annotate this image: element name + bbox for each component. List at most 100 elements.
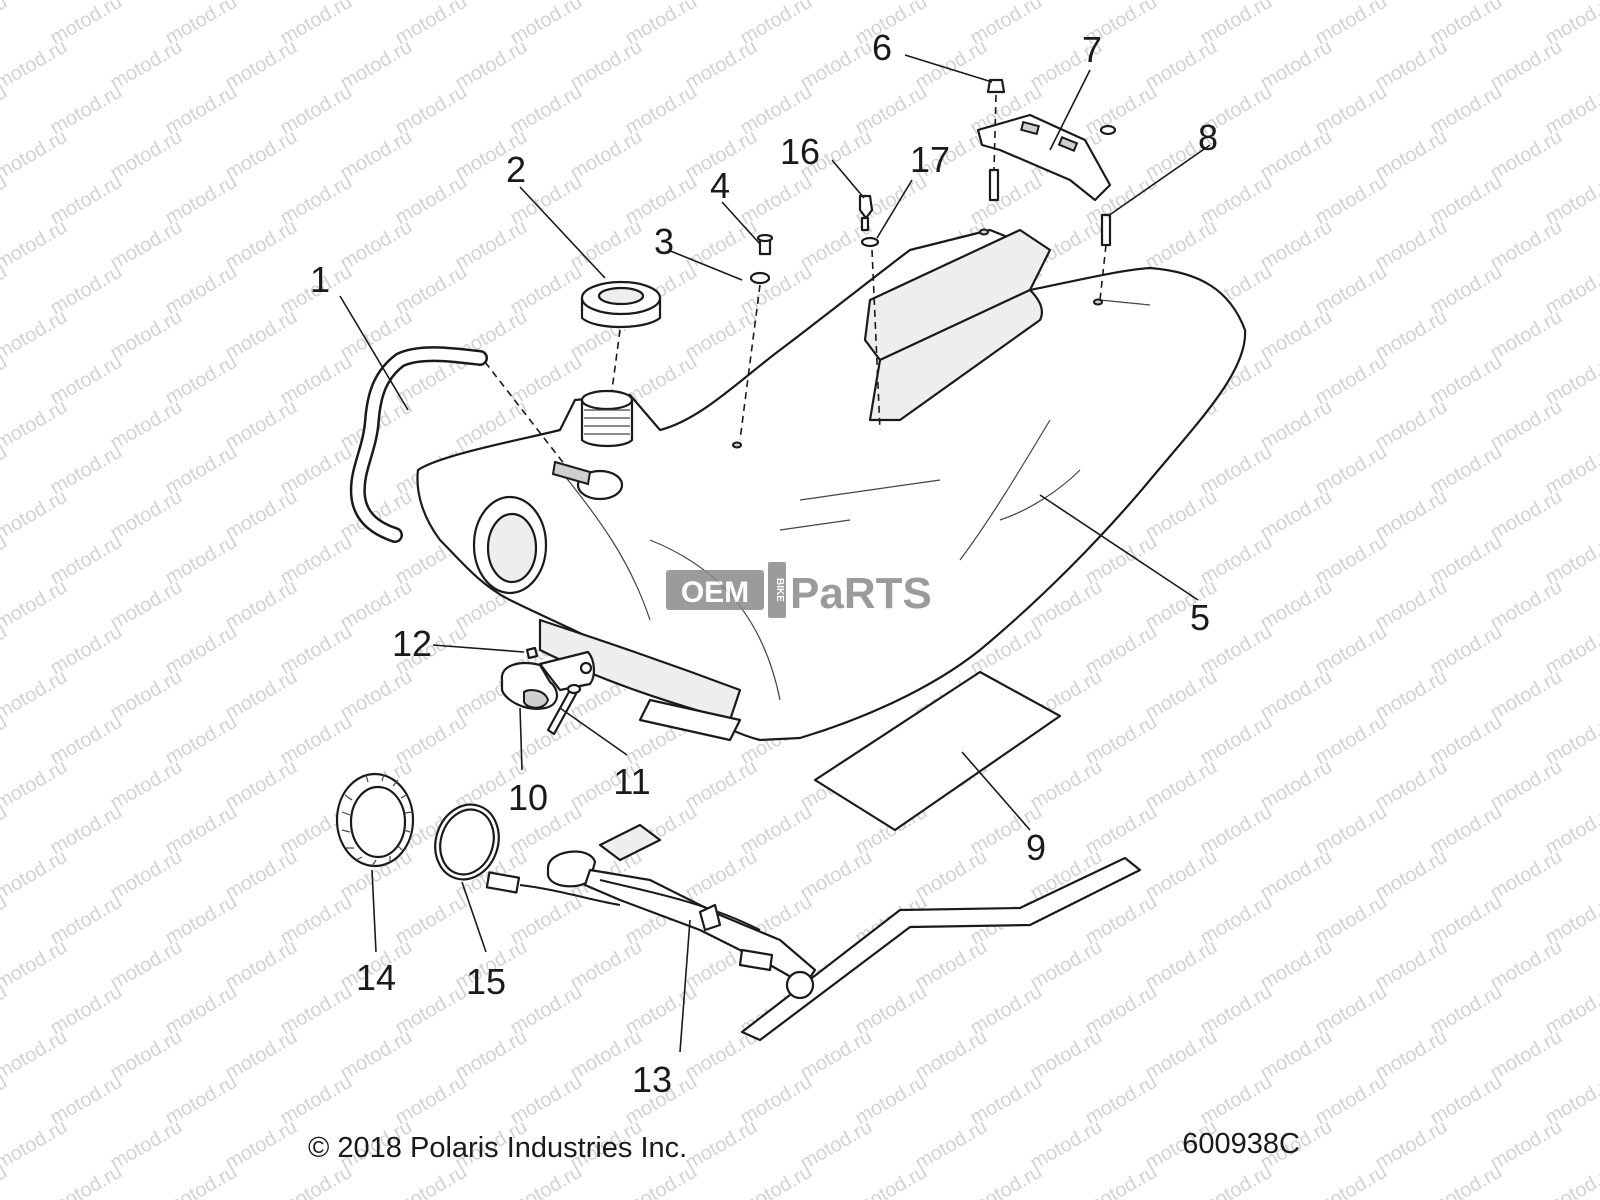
watermark-text: motod.ru (0, 0, 71, 4)
watermark-text: motod.ru (107, 756, 186, 815)
watermark-text: motod.ru (1427, 1161, 1506, 1200)
watermark-text: motod.ru (682, 1116, 761, 1175)
callout-12: 12 (392, 623, 432, 664)
watermark-text: motod.ru (222, 216, 301, 275)
watermark-text: motod.ru (1372, 36, 1451, 95)
watermark-text: motod.ru (1487, 36, 1566, 95)
watermark-text: motod.ru (912, 846, 991, 905)
watermark-text: motod.ru (1257, 486, 1336, 545)
watermark-text: motod.ru (1487, 576, 1566, 635)
watermark-text: motod.ru (1257, 36, 1336, 95)
watermark-text: motod.ru (1487, 396, 1566, 455)
watermark-text: motod.ru (1257, 126, 1336, 185)
vent-hose (349, 346, 592, 543)
watermark-text: motod.ru (0, 396, 71, 455)
watermark-text: motod.ru (1142, 936, 1221, 995)
watermark-text: motod.ru (222, 846, 301, 905)
watermark-text: motod.ru (107, 576, 186, 635)
watermark-text: motod.ru (452, 216, 531, 275)
watermark-text: motod.ru (337, 666, 416, 725)
callout-9: 9 (1026, 827, 1046, 868)
watermark-text: motod.ru (337, 126, 416, 185)
watermark-text: motod.ru (1487, 216, 1566, 275)
watermark-text: motod.ru (1142, 666, 1221, 725)
watermark-text: motod.ru (1372, 216, 1451, 275)
watermark-text: motod.ru (337, 36, 416, 95)
watermark-text: motod.ru (1027, 756, 1106, 815)
watermark-text: motod.ru (797, 846, 876, 905)
watermark-text: motod.ru (1257, 396, 1336, 455)
watermark-text: motod.ru (0, 1161, 11, 1200)
watermark-text: motod.ru (1257, 846, 1336, 905)
watermark-text: motod.ru (1487, 666, 1566, 725)
watermark-text: motod.ru (1487, 126, 1566, 185)
tank-pad (813, 670, 1062, 832)
diagram-id: 600938C (1182, 1128, 1300, 1160)
clamp-assembly (500, 646, 595, 736)
watermark-text: motod.ru (337, 1026, 416, 1085)
callout-6: 6 (872, 27, 892, 68)
watermark-text: motod.ru (1257, 756, 1336, 815)
watermark-text: motod.ru (1487, 756, 1566, 815)
watermark-text: motod.ru (797, 1026, 876, 1085)
watermark-text: motod.ru (222, 36, 301, 95)
mounting-bracket (976, 78, 1117, 306)
callout-11: 11 (613, 761, 650, 802)
watermark-text: motod.ru (0, 576, 71, 635)
watermark-text: motod.ru (1372, 396, 1451, 455)
watermark-text: motod.ru (1487, 306, 1566, 365)
fuel-cap (580, 280, 662, 391)
watermark-text: motod.ru (1142, 1026, 1221, 1085)
callout-16: 16 (780, 131, 820, 172)
watermark-text: motod.ru (222, 936, 301, 995)
watermark-text: motod.ru (1487, 486, 1566, 545)
watermark-text: motod.ru (1312, 1161, 1391, 1200)
watermark-text: motod.ru (1142, 216, 1221, 275)
watermark-text: motod.ru (912, 936, 991, 995)
watermark-text: motod.ru (912, 1116, 991, 1175)
watermark-text: motod.ru (1372, 126, 1451, 185)
watermark-text: motod.ru (567, 126, 646, 185)
callout-7: 7 (1082, 29, 1102, 70)
watermark-text: motod.ru (682, 216, 761, 275)
bolt-and-washer-rear (858, 194, 881, 431)
watermark-text: motod.ru (682, 306, 761, 365)
callout-13: 13 (632, 1059, 672, 1100)
callout-4: 4 (710, 165, 730, 206)
watermark-text: motod.ru (622, 1161, 701, 1200)
watermark-text: motod.ru (682, 756, 761, 815)
watermark-text: motod.ru (0, 0, 11, 49)
watermark-text: motod.ru (277, 1161, 356, 1200)
callout-5: 5 (1190, 597, 1210, 638)
watermark-text: motod.ru (912, 1026, 991, 1085)
watermark-text: motod.ru (1257, 1026, 1336, 1085)
watermark-text: motod.ru (1027, 1026, 1106, 1085)
watermark-text: motod.ru (1082, 1161, 1161, 1200)
watermark-text: motod.ru (222, 396, 301, 455)
watermark-text: motod.ru (0, 486, 71, 545)
watermark-text: motod.ru (107, 936, 186, 995)
callouts: 1 2 3 4 5 6 7 8 9 10 11 12 13 14 15 16 1… (310, 27, 1218, 1100)
watermark-text: motod.ru (107, 846, 186, 905)
watermark-text: motod.ru (107, 36, 186, 95)
watermark-text: motod.ru (222, 486, 301, 545)
watermark-text: motod.ru (222, 756, 301, 815)
lock-ring (335, 772, 415, 868)
watermark-text: motod.ru (1142, 846, 1221, 905)
watermark-text: motod.ru (1372, 306, 1451, 365)
watermark-text: motod.ru (797, 1116, 876, 1175)
watermark-text: motod.ru (1257, 936, 1336, 995)
watermark-text: motod.ru (1372, 756, 1451, 815)
watermark-text: motod.ru (107, 486, 186, 545)
watermark-text: motod.ru (1372, 576, 1451, 635)
watermark-text: motod.ru (107, 216, 186, 275)
watermark-text: motod.ru (1372, 486, 1451, 545)
watermark-text: motod.ru (682, 846, 761, 905)
watermark-text: motod.ru (1487, 1116, 1566, 1175)
watermark-text: motod.ru (1487, 846, 1566, 905)
watermark-text: motod.ru (1372, 846, 1451, 905)
callout-10: 10 (508, 777, 548, 818)
watermark-text: motod.ru (222, 1026, 301, 1085)
watermark-text: motod.ru (1142, 486, 1221, 545)
